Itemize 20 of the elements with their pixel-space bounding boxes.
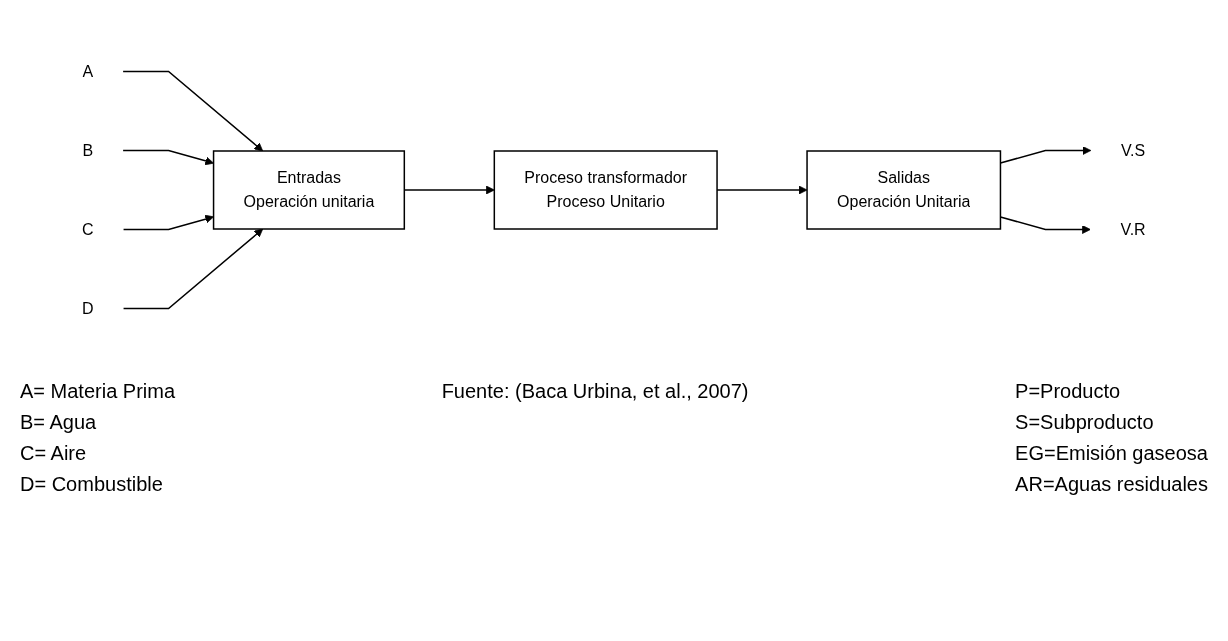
arrow bbox=[122, 70, 264, 152]
node-text: D bbox=[82, 299, 94, 317]
node-text: C bbox=[82, 220, 94, 238]
node-box: Salidas Operación Unitaria bbox=[806, 150, 1002, 230]
node-box: Entradas Operación unitaria bbox=[213, 150, 406, 230]
legend-note: AR=Aguas residuales bbox=[1015, 473, 1208, 496]
node-text: V.S bbox=[1121, 141, 1146, 159]
legend-note: P=Producto bbox=[1015, 380, 1122, 403]
node-box: Proceso transformador Proceso Unitario bbox=[493, 150, 718, 230]
arrow bbox=[123, 228, 264, 310]
legend-note: B= Agua bbox=[20, 411, 98, 434]
legend-note: EG=Emisión gaseosa bbox=[1015, 442, 1208, 465]
legend-note: A= Materia Prima bbox=[20, 380, 176, 403]
legend-note: S=Subproducto bbox=[1015, 411, 1155, 434]
legend-note: D= Combustible bbox=[20, 473, 164, 496]
source-caption: Fuente: (Baca Urbina, et al., 2007) bbox=[441, 380, 749, 403]
legend-note: C= Aire bbox=[20, 442, 88, 465]
node-text: B bbox=[82, 141, 94, 159]
node-text: A bbox=[82, 62, 94, 80]
node-text: V.R bbox=[1120, 220, 1146, 238]
